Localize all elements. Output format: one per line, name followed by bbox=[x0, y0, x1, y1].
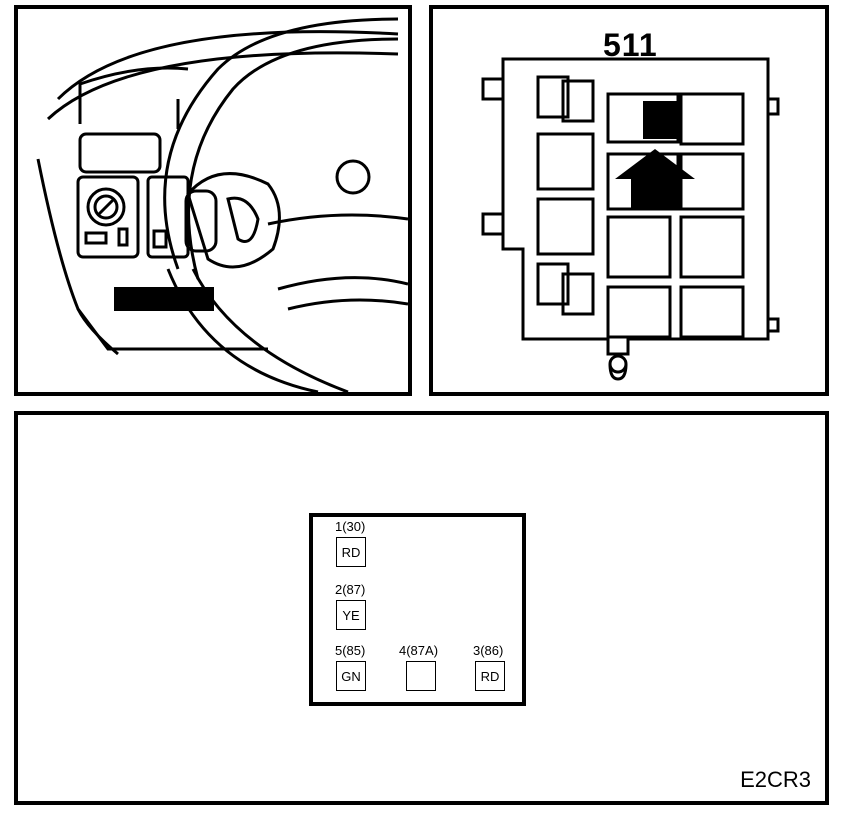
dashboard-illustration bbox=[36, 17, 408, 392]
target-relay bbox=[643, 101, 677, 139]
pin-4-label: 4(87A) bbox=[399, 643, 439, 658]
pin-4-box bbox=[406, 661, 436, 691]
figure-code: E2CR3 bbox=[740, 767, 811, 792]
pin-3-box: RD bbox=[475, 661, 505, 691]
relay-box-illustration bbox=[481, 57, 780, 381]
pin-1-label: 1(30) bbox=[335, 519, 366, 534]
relay-box-panel: 511 bbox=[429, 5, 829, 396]
connector-panel: 1(30) RD 2(87) YE 5(85) GN 4(87A) 3(86) … bbox=[14, 411, 829, 805]
pin-1-box: RD bbox=[336, 537, 366, 567]
relay-connector: 1(30) RD 2(87) YE 5(85) GN 4(87A) 3(86) … bbox=[309, 513, 526, 706]
arrow-up-icon bbox=[615, 149, 695, 209]
fuse-box-location-marker bbox=[114, 287, 214, 311]
pin-5-box: GN bbox=[336, 661, 366, 691]
pin-2-box: YE bbox=[336, 600, 366, 630]
pin-3-label: 3(86) bbox=[473, 643, 504, 658]
fuse-box-number: 511 bbox=[603, 27, 658, 63]
dashboard-location-panel bbox=[14, 5, 412, 396]
pin-2-label: 2(87) bbox=[335, 582, 366, 597]
pin-5-label: 5(85) bbox=[335, 643, 366, 658]
